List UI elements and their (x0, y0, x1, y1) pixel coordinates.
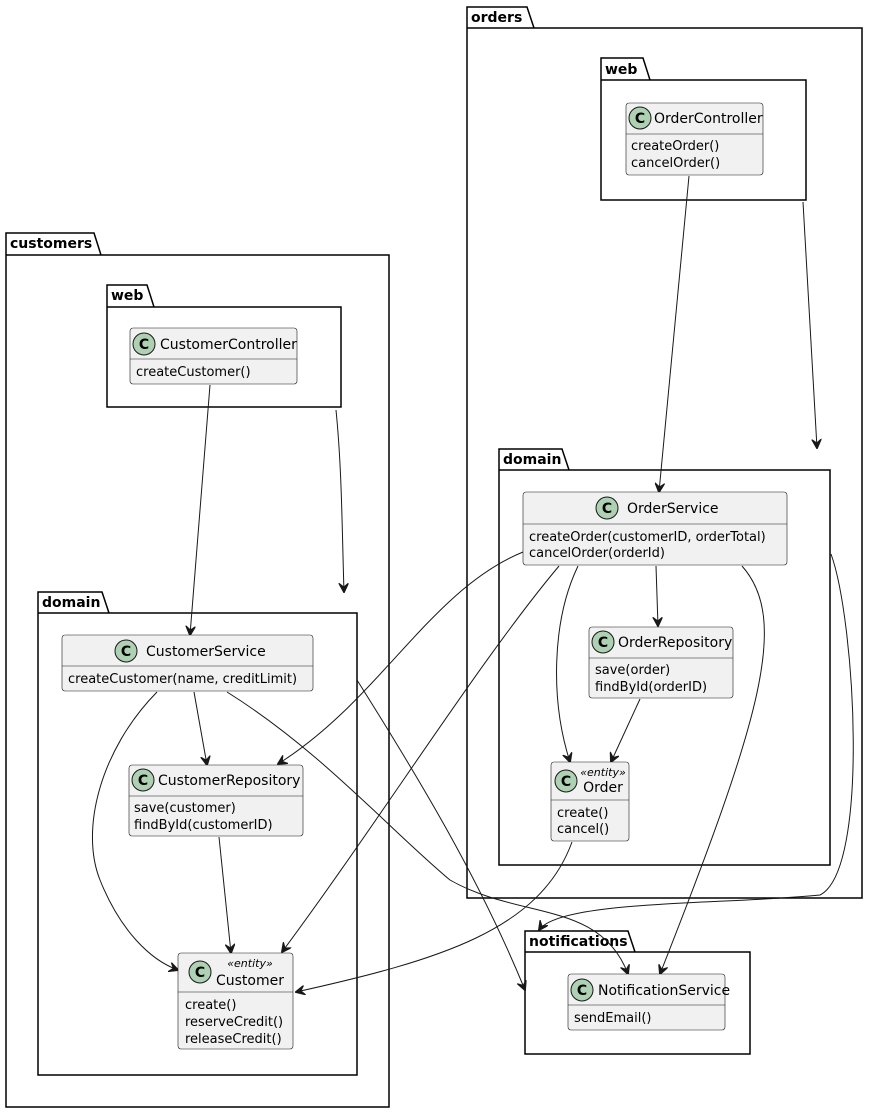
svg-text:C: C (195, 965, 205, 981)
class-customer[interactable]: C «entity» Customer create() reserveCred… (177, 952, 294, 1050)
package-customers-domain-label: domain (42, 595, 100, 611)
class-stereotype: «entity» (580, 766, 626, 779)
edge-orderservice-notificationservice (660, 565, 765, 974)
package-orders[interactable]: orders (466, 6, 863, 899)
method: sendEmail() (574, 1011, 651, 1026)
edge-customerservice-notificationservice (226, 691, 628, 974)
method: createOrder(customerID, orderTotal) (529, 530, 766, 545)
edge-customerservice-customerrepository (193, 691, 207, 765)
method: cancelOrder() (631, 156, 720, 171)
edge-ordercontroller-orderservice (659, 175, 690, 492)
package-orders-web-label: web (605, 62, 637, 78)
class-badge-icon (114, 639, 138, 663)
edge-orderservice-order (556, 565, 579, 762)
package-orders-web[interactable]: web (600, 57, 807, 201)
method: save(customer) (134, 801, 236, 816)
edge-order-customer (296, 841, 573, 992)
package-orders-domain[interactable]: domain (498, 448, 831, 866)
svg-text:C: C (598, 635, 608, 651)
class-name: NotificationService (598, 983, 730, 999)
svg-text:C: C (139, 337, 149, 353)
class-badge-icon (188, 960, 212, 984)
package-orders-domain-label: domain (503, 452, 561, 468)
method: save(order) (595, 663, 670, 678)
method: findById(orderID) (595, 680, 707, 695)
class-orderrepository[interactable]: C OrderRepository save(order) findById(o… (588, 626, 734, 699)
edge-customerrepository-customer (218, 836, 231, 953)
class-order[interactable]: C «entity» Order create() cancel() (550, 761, 630, 842)
method: create() (185, 998, 236, 1013)
class-badge-icon (554, 769, 578, 793)
class-orderservice[interactable]: C OrderService createOrder(customerID, o… (522, 491, 788, 566)
edge-customerservice-customer (91, 691, 178, 970)
class-notificationservice[interactable]: C NotificationService sendEmail() (567, 973, 730, 1031)
method: cancel() (557, 822, 609, 837)
class-name: Customer (216, 973, 284, 989)
edge-customercontroller-customerservice (190, 384, 211, 635)
class-stereotype: «entity» (227, 957, 273, 970)
method: cancelOrder(orderId) (529, 546, 665, 561)
class-name: Order (583, 780, 623, 796)
package-orders-label: orders (471, 10, 522, 26)
dependency-edges (91, 175, 854, 992)
class-name: OrderRepository (618, 635, 732, 651)
package-customers-web-label: web (111, 288, 143, 304)
method: reserveCredit() (185, 1015, 283, 1030)
edge-orderservice-orderrepository (656, 565, 658, 626)
method: releaseCredit() (185, 1032, 282, 1047)
method: findById(customerID) (134, 818, 273, 833)
edge-orderservice-customer (282, 565, 560, 952)
class-badge-icon (570, 978, 594, 1002)
package-customers-label: customers (10, 236, 92, 252)
edge-customerservice-notifications (356, 679, 525, 990)
class-name: CustomerController (160, 337, 297, 353)
class-name: CustomerRepository (158, 773, 300, 789)
package-customers-web[interactable]: web (106, 284, 342, 408)
edge-orders-web-domain (802, 201, 817, 448)
class-customerservice[interactable]: C CustomerService createCustomer(name, c… (61, 634, 314, 692)
edge-orderservice-customerrepository (278, 551, 524, 764)
edge-orderrepository-order (611, 698, 641, 762)
class-name: OrderService (627, 501, 719, 517)
edge-customers-web-domain (335, 409, 344, 592)
svg-text:C: C (602, 501, 612, 517)
class-customercontroller[interactable]: C CustomerController createCustomer() (129, 327, 298, 385)
class-badge-icon (591, 630, 615, 654)
svg-text:C: C (138, 773, 148, 789)
svg-text:C: C (121, 644, 131, 660)
svg-text:C: C (635, 111, 645, 127)
package-customers-domain[interactable]: domain (37, 591, 358, 1076)
method: createCustomer(name, creditLimit) (68, 672, 297, 687)
class-badge-icon (595, 496, 619, 520)
class-name: OrderController (654, 111, 763, 127)
class-name: CustomerService (146, 644, 266, 660)
method: createCustomer() (136, 365, 251, 380)
svg-text:C: C (577, 983, 587, 999)
svg-text:C: C (561, 774, 571, 790)
class-customerrepository[interactable]: C CustomerRepository save(customer) find… (128, 764, 304, 837)
edge-orderservice-notifications (539, 553, 854, 930)
package-customers[interactable]: customers (5, 232, 390, 1108)
method: createOrder() (631, 139, 719, 154)
class-badge-icon (132, 332, 156, 356)
method: create() (557, 806, 608, 821)
class-ordercontroller[interactable]: C OrderController createOrder() cancelOr… (625, 102, 764, 176)
class-badge-icon (628, 106, 652, 130)
class-badge-icon (131, 768, 155, 792)
